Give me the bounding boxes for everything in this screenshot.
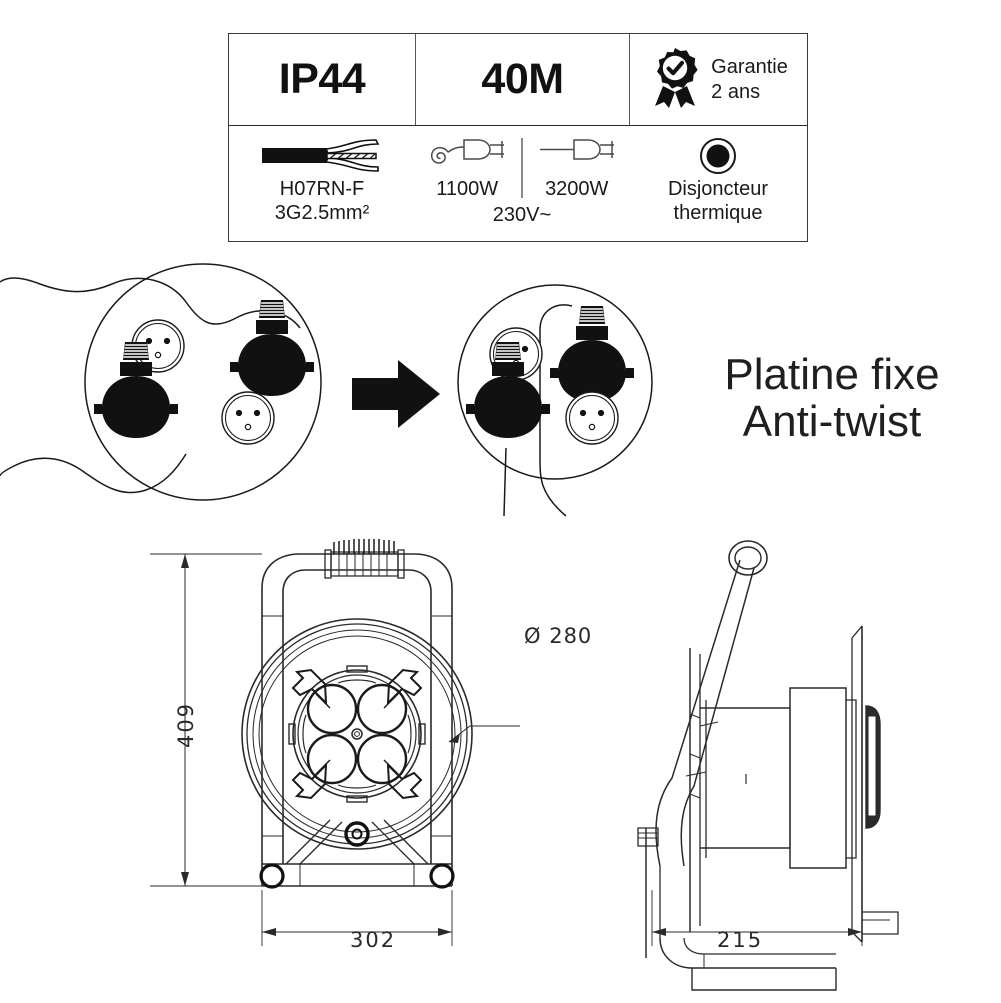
spec-cell-thermal-breaker: Disjoncteur thermique xyxy=(629,126,807,241)
spec-table-row-secondary: H07RN-F 3G2.5mm² xyxy=(229,126,807,241)
warranty-label: Garantie 2 ans xyxy=(711,55,788,105)
spec-cell-power-ratings: 1100W 3200W xyxy=(415,126,629,241)
power-coiled-value: 1100W xyxy=(436,178,499,200)
anti-twist-headline: Platine fixe Anti-twist xyxy=(672,350,992,446)
power-rating-uncoiled: 3200W xyxy=(525,134,629,202)
cable-reel-front-view xyxy=(150,539,520,946)
cable-type-value: H07RN-F xyxy=(279,178,365,200)
extended-cable-plug-icon xyxy=(534,134,620,178)
tangled-cables-reel xyxy=(0,263,322,501)
warranty-line-1: Garantie xyxy=(711,55,788,78)
spec-cell-warranty: Garantie 2 ans xyxy=(629,34,807,125)
right-arrow-icon xyxy=(352,360,440,428)
cable-type-label: H07RN-F 3G2.5mm² xyxy=(275,178,369,225)
spec-cell-ip-rating: IP44 xyxy=(229,34,415,125)
power-divider xyxy=(521,138,523,198)
specification-table: IP44 40M Garantie 2 ans xyxy=(228,33,808,242)
power-uncoiled-value: 3200W xyxy=(545,178,609,200)
voltage-value: 230V~ xyxy=(492,203,552,226)
untangled-cables-reel xyxy=(457,284,653,517)
dimension-width-label: 302 xyxy=(350,928,397,952)
anti-twist-illustration xyxy=(0,258,1001,523)
technical-drawing xyxy=(0,528,1001,998)
power-ratings-group: 1100W 3200W xyxy=(415,134,629,202)
thermal-breaker-label: Disjoncteur thermique xyxy=(668,178,768,225)
stripped-cable-icon xyxy=(260,134,384,178)
spec-table-row-primary: IP44 40M Garantie 2 ans xyxy=(229,34,807,126)
cable-length-value: 40M xyxy=(481,55,564,103)
thermal-breaker-button-icon xyxy=(695,134,741,178)
cable-section-value: 3G2.5mm² xyxy=(274,201,370,224)
coiled-cable-plug-icon xyxy=(424,134,510,178)
spec-cell-cable-length: 40M xyxy=(415,34,629,125)
breaker-line-1: Disjoncteur xyxy=(667,178,769,200)
spec-cell-cable-type: H07RN-F 3G2.5mm² xyxy=(229,126,415,241)
cable-reel-side-view xyxy=(637,540,899,991)
dimension-diameter-label: Ø 280 xyxy=(524,624,593,648)
ip-rating-value: IP44 xyxy=(278,55,366,103)
headline-line-2: Anti-twist xyxy=(742,396,922,446)
dimension-depth-label: 215 xyxy=(717,928,764,952)
dimension-height-label: 409 xyxy=(174,701,199,749)
warranty-line-2: 2 ans xyxy=(711,80,761,103)
power-rating-coiled: 1100W xyxy=(415,134,519,202)
headline-line-1: Platine fixe xyxy=(724,350,940,399)
award-badge-check-icon xyxy=(649,46,701,113)
breaker-line-2: thermique xyxy=(673,201,763,224)
